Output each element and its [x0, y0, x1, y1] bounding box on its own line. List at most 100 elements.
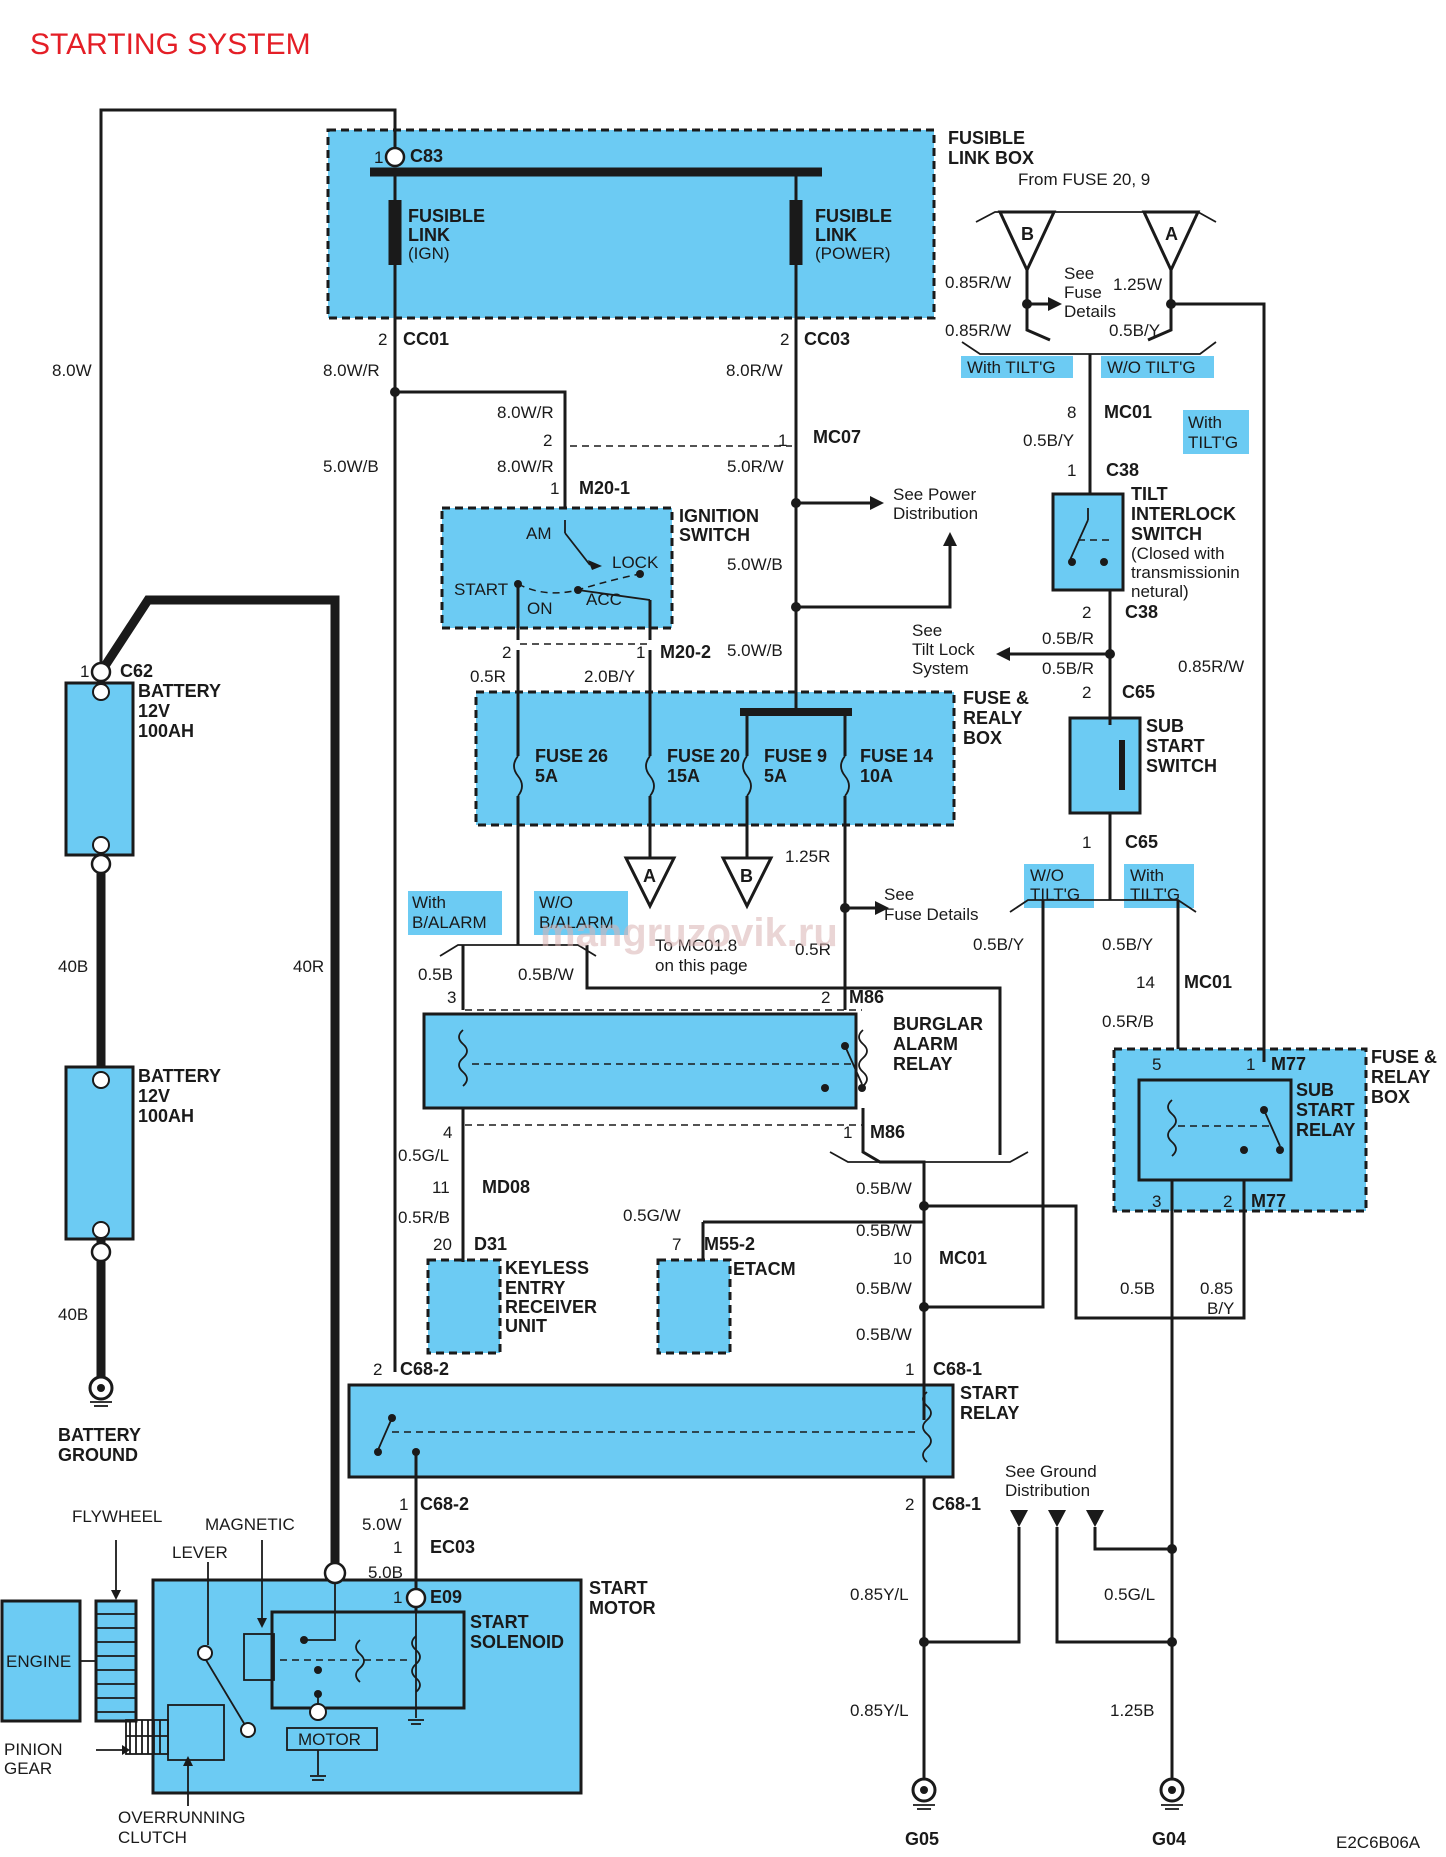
fuse-20-label: FUSE 20 — [667, 746, 740, 766]
sub-start-switch-label: START — [1146, 736, 1205, 756]
svg-text:2: 2 — [821, 988, 830, 1007]
svg-text:2: 2 — [373, 1360, 382, 1379]
battery-2 — [64, 1065, 135, 1241]
connector-cc01: CC01 — [403, 329, 449, 349]
svg-text:0.5G/L: 0.5G/L — [398, 1146, 449, 1165]
see-power-distribution-note: Distribution — [893, 504, 978, 523]
sub-start-relay — [1137, 1078, 1293, 1182]
burglar-alarm-relay — [422, 1012, 858, 1110]
svg-text:0.85: 0.85 — [1200, 1279, 1233, 1298]
fuse-relay-box-1-label: BOX — [963, 728, 1002, 748]
svg-text:0.5B: 0.5B — [1120, 1279, 1155, 1298]
svg-text:0.5G/W: 0.5G/W — [623, 1206, 681, 1225]
svg-text:0.5B/W: 0.5B/W — [856, 1279, 912, 1298]
svg-text:4: 4 — [443, 1123, 452, 1142]
svg-text:20: 20 — [433, 1235, 452, 1254]
connector-m77-a: M77 — [1271, 1054, 1306, 1074]
svg-text:8.0W/R: 8.0W/R — [323, 361, 380, 380]
reference-notes: From FUSE 20, 9 See Fuse Details See Pow… — [655, 170, 1150, 1500]
start-relay — [347, 1383, 955, 1479]
svg-text:5.0B: 5.0B — [368, 1563, 403, 1582]
ign-am: AM — [526, 524, 552, 543]
battery-1-label: 100AH — [138, 721, 194, 741]
pin-numbers: 1 2 2 2 1 1 2 1 8 1 2 2 1 3 2 14 5 1 4 1… — [80, 148, 1255, 1607]
ign-start: START — [454, 580, 508, 599]
battery-1-label: 12V — [138, 701, 170, 721]
sub-start-relay-label: RELAY — [1296, 1120, 1355, 1140]
svg-text:1: 1 — [550, 479, 559, 498]
svg-text:40B: 40B — [58, 957, 88, 976]
connector-m20-2: M20-2 — [660, 642, 711, 662]
start-relay-label: RELAY — [960, 1403, 1019, 1423]
fusible-link-power-label: (POWER) — [815, 244, 891, 263]
fuse-20-label: 15A — [667, 766, 700, 786]
triangle-a-bottom: A — [643, 866, 656, 886]
ground-g04: G04 — [1152, 1829, 1186, 1849]
svg-text:1: 1 — [1067, 461, 1076, 480]
tag-wo-balarm-label: W/O — [539, 893, 573, 912]
svg-text:14: 14 — [1136, 973, 1155, 992]
wire-codes: 8.0W 8.0W/R 8.0R/W 8.0W/R 8.0W/R 5.0W/B … — [52, 273, 1244, 1720]
terminal-c62 — [90, 661, 112, 683]
tag-wo-balarm — [534, 891, 628, 935]
pinion-gear-label: PINION — [4, 1740, 63, 1759]
svg-text:8.0W/R: 8.0W/R — [497, 457, 554, 476]
etacm — [656, 1258, 732, 1355]
see-fuse-details-note: Details — [1064, 302, 1116, 321]
keyless-entry-label: UNIT — [505, 1316, 547, 1336]
connector-mc01-b: MC01 — [1184, 972, 1232, 992]
ignition-switch-label: IGNITION — [679, 506, 759, 526]
overrunning-clutch-label: CLUTCH — [118, 1828, 187, 1847]
battery-minus-icon — [92, 1221, 110, 1239]
keyless-entry-receiver — [426, 1258, 502, 1355]
start-motor-label: MOTOR — [589, 1598, 656, 1618]
svg-text:1.25B: 1.25B — [1110, 1701, 1154, 1720]
sub-start-switch — [1068, 716, 1142, 815]
ground-icon — [88, 1375, 114, 1407]
keyless-entry-label: RECEIVER — [505, 1297, 597, 1317]
burglar-alarm-relay-label: ALARM — [893, 1034, 958, 1054]
svg-text:0.5B: 0.5B — [418, 965, 453, 984]
svg-text:40R: 40R — [293, 957, 324, 976]
start-relay-label: START — [960, 1383, 1019, 1403]
triangle-a-top: A — [1165, 224, 1178, 244]
connector-mc01-a: MC01 — [1104, 402, 1152, 422]
see-power-distribution-note: See Power — [893, 485, 976, 504]
triangle-b-bottom: B — [740, 866, 753, 886]
svg-text:0.85Y/L: 0.85Y/L — [850, 1701, 909, 1720]
svg-text:0.5B/W: 0.5B/W — [856, 1325, 912, 1344]
fuse-14-label: 10A — [860, 766, 893, 786]
keyless-entry-label: KEYLESS — [505, 1258, 589, 1278]
fusible-link-power-label: FUSIBLE — [815, 206, 892, 226]
svg-text:2: 2 — [1082, 683, 1091, 702]
svg-text:0.5R/B: 0.5R/B — [1102, 1012, 1154, 1031]
tag-with-tiltg-1-label: With TILT'G — [967, 358, 1056, 377]
connector-ec03: EC03 — [430, 1537, 475, 1557]
svg-text:1: 1 — [393, 1588, 402, 1607]
battery-2-label: 12V — [138, 1086, 170, 1106]
diagram-code: E2C6B06A — [1336, 1833, 1421, 1852]
svg-text:0.5B/W: 0.5B/W — [518, 965, 574, 984]
svg-text:2.0B/Y: 2.0B/Y — [584, 667, 635, 686]
component-labels: FUSIBLE LINK BOX FUSIBLE LINK (IGN) FUSI… — [4, 128, 1437, 1847]
svg-text:1: 1 — [843, 1123, 852, 1142]
connector-m77-b: M77 — [1251, 1191, 1286, 1211]
svg-text:3: 3 — [447, 988, 456, 1007]
connector-md08: MD08 — [482, 1177, 530, 1197]
terminal-e09 — [405, 1587, 427, 1609]
svg-text:0.5B/W: 0.5B/W — [856, 1221, 912, 1240]
svg-text:1: 1 — [636, 643, 645, 662]
battery-ground-label: BATTERY — [58, 1425, 141, 1445]
svg-text:11: 11 — [432, 1178, 450, 1197]
etacm-label: ETACM — [733, 1259, 796, 1279]
connector-c65-a: C65 — [1122, 682, 1155, 702]
svg-text:2: 2 — [780, 330, 789, 349]
connector-mc01-c: MC01 — [939, 1248, 987, 1268]
flywheel — [94, 1599, 138, 1723]
svg-text:10: 10 — [893, 1249, 912, 1268]
battery-1-label: BATTERY — [138, 681, 221, 701]
connector-c38-b: C38 — [1125, 602, 1158, 622]
svg-text:1.25W: 1.25W — [1113, 275, 1162, 294]
svg-text:40B: 40B — [58, 1305, 88, 1324]
see-fuse-details-note-2: See — [884, 885, 914, 904]
